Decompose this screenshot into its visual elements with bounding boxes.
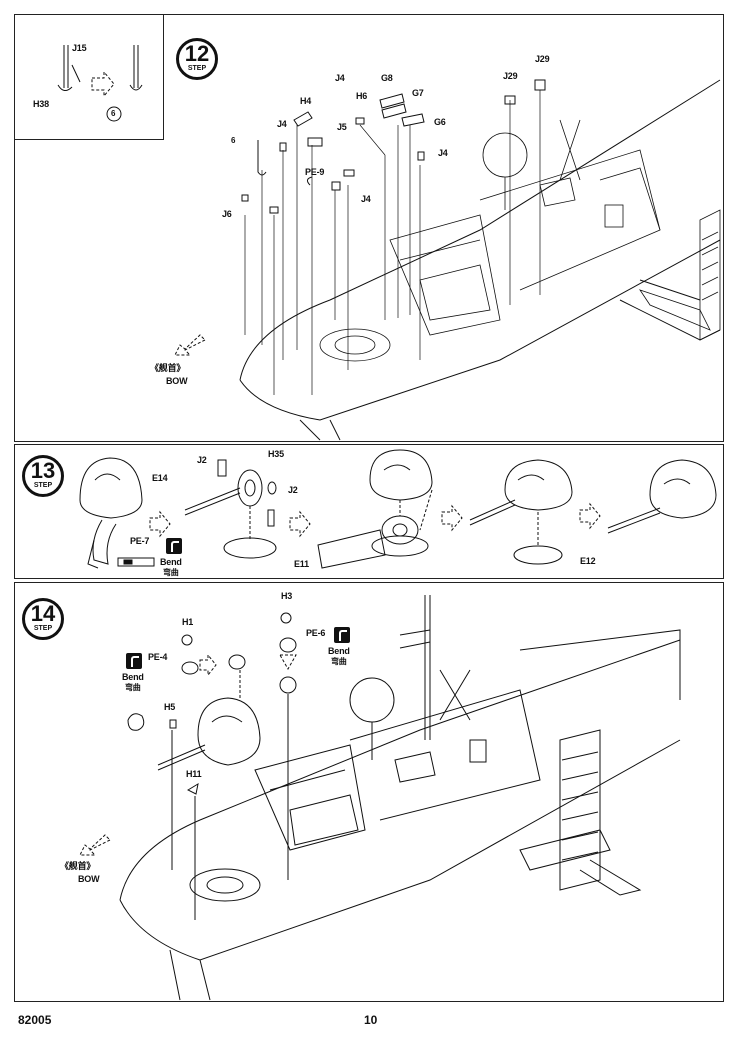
- step14-turret-main: [157, 670, 261, 771]
- bend-icon-14b: [334, 627, 350, 643]
- step13-turret-assembly-b: [469, 459, 573, 565]
- step14-panel: [14, 582, 724, 1002]
- bow12-cn: 《舰首》: [150, 363, 186, 373]
- part-pe7: PE-7: [130, 536, 150, 546]
- step12-ref-6: 6: [231, 136, 236, 145]
- bow14-cn: 《舰首》: [60, 861, 96, 871]
- step12-small-parts: [241, 79, 546, 214]
- bow12-arrow: [174, 334, 206, 356]
- step12-deck-detail: [319, 119, 661, 362]
- step12-inset: [14, 14, 164, 140]
- step14-small-parts: [127, 612, 297, 920]
- step14-ship-hull: [119, 595, 681, 1001]
- bow14-en: BOW: [78, 874, 100, 884]
- inset-arrow: [91, 70, 115, 98]
- bend14a-cn: 弯曲: [125, 683, 141, 692]
- bend14a-en: Bend: [122, 672, 144, 682]
- part-e12: E12: [580, 556, 596, 566]
- page-number: 10: [364, 1013, 378, 1027]
- step13-label: STEP: [33, 482, 53, 489]
- bend13-en: Bend: [160, 557, 182, 567]
- step12-badge: 12 STEP: [176, 38, 218, 80]
- bend13-cn: 弯曲: [163, 568, 179, 577]
- step13-arrow-2: [289, 510, 311, 538]
- inset-part-j15: J15: [72, 43, 87, 53]
- bend-icon-14a: [126, 653, 142, 669]
- step13-panel: [14, 444, 724, 579]
- part-pe9: PE-9: [305, 167, 325, 177]
- part-e14: E14: [152, 473, 168, 483]
- step14-label: STEP: [33, 625, 53, 632]
- part-j6: J6: [222, 209, 232, 219]
- part-j4-b: J4: [335, 73, 345, 83]
- step13-turret-assembly-a: [317, 449, 433, 569]
- step13-badge: 13 STEP: [22, 455, 64, 497]
- kit-code: 82005: [18, 1013, 52, 1027]
- part-j29-a: J29: [503, 71, 518, 81]
- step12-hull-side: [639, 209, 721, 341]
- step14-badge: 14 STEP: [22, 598, 64, 640]
- step13-arrow-3: [441, 504, 463, 532]
- part-h4: H4: [300, 96, 312, 106]
- part-j4-c: J4: [438, 148, 448, 158]
- part-h3: H3: [281, 591, 293, 601]
- part-j29-b: J29: [535, 54, 550, 64]
- inset-mast-part: [57, 45, 143, 91]
- part-j2-b: J2: [288, 485, 298, 495]
- part-h5: H5: [164, 702, 176, 712]
- part-pe4: PE-4: [148, 652, 168, 662]
- step12-label: STEP: [187, 65, 207, 72]
- step12-number: 12: [184, 41, 210, 66]
- step13-gun-assembly: [184, 459, 277, 559]
- step13-arrow-1: [149, 510, 171, 538]
- part-h11: H11: [186, 769, 202, 779]
- step12-leaders: [244, 90, 541, 395]
- bend-icon-13: [166, 538, 182, 554]
- part-j5: J5: [337, 122, 347, 132]
- inset-part-h38: H38: [33, 99, 49, 109]
- bend14b-cn: 弯曲: [331, 657, 347, 666]
- step13-arrow-4: [579, 502, 601, 530]
- part-j2-a: J2: [197, 455, 207, 465]
- step13-number: 13: [30, 458, 56, 483]
- inset-ref-6: 6: [111, 109, 116, 118]
- bow14-arrow: [79, 834, 111, 856]
- bend14b-en: Bend: [328, 646, 350, 656]
- step13-turret-final: [607, 459, 717, 534]
- bow12-en: BOW: [166, 376, 188, 386]
- part-j4-a: J4: [277, 119, 287, 129]
- step14-number: 14: [30, 601, 56, 626]
- part-g6: G6: [434, 117, 446, 127]
- part-g7: G7: [412, 88, 424, 98]
- step13-turret-e14: [79, 457, 143, 569]
- part-h35: H35: [268, 449, 284, 459]
- part-pe6: PE-6: [306, 628, 326, 638]
- part-h1: H1: [182, 617, 194, 627]
- part-e11: E11: [294, 559, 309, 569]
- part-j4-d: J4: [361, 194, 371, 204]
- part-g8: G8: [381, 73, 393, 83]
- part-h6: H6: [356, 91, 368, 101]
- pe7-strip: [117, 557, 155, 567]
